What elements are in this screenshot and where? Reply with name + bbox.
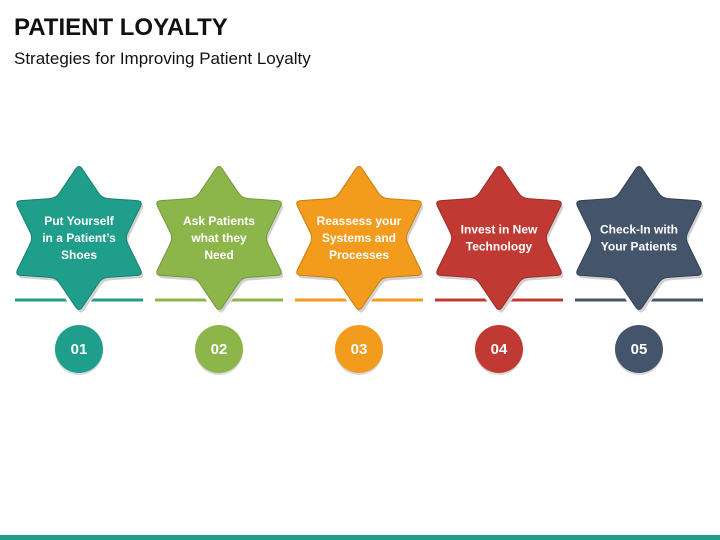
number-circle bbox=[615, 325, 663, 373]
number-circle bbox=[55, 325, 103, 373]
star-badge bbox=[576, 165, 702, 311]
step-label-line: Ask Patients bbox=[183, 214, 255, 228]
slide-subtitle: Strategies for Improving Patient Loyalty bbox=[14, 49, 311, 68]
star-badge bbox=[296, 165, 422, 311]
step-number: 02 bbox=[211, 341, 228, 358]
number-circle bbox=[475, 325, 523, 373]
star-badge bbox=[156, 165, 282, 311]
number-circle bbox=[195, 325, 243, 373]
step-label-line: Invest in New bbox=[461, 223, 538, 237]
star-badge bbox=[16, 165, 142, 311]
step-number: 01 bbox=[71, 341, 88, 358]
step-label-line: Put Yourself bbox=[44, 214, 115, 228]
step-label-line: Technology bbox=[466, 240, 533, 254]
step-number: 05 bbox=[631, 341, 648, 358]
step-number: 04 bbox=[491, 341, 508, 358]
step-number: 03 bbox=[351, 341, 368, 358]
step-label-line: Shoes bbox=[61, 248, 97, 262]
step-label-line: Your Patients bbox=[601, 240, 678, 254]
step-label-line: Reassess your bbox=[317, 214, 402, 228]
number-circle bbox=[335, 325, 383, 373]
star-badge bbox=[436, 165, 562, 311]
step-label-line: Need bbox=[204, 248, 233, 262]
step-label-line: Processes bbox=[329, 248, 389, 262]
step-label-line: Systems and bbox=[322, 231, 396, 245]
slide-title: PATIENT LOYALTY bbox=[14, 14, 228, 41]
step-label-line: in a Patient’s bbox=[42, 231, 116, 245]
step-label-line: what they bbox=[190, 231, 247, 245]
bottom-accent-bar bbox=[0, 535, 720, 540]
step-label-line: Check-In with bbox=[600, 223, 678, 237]
